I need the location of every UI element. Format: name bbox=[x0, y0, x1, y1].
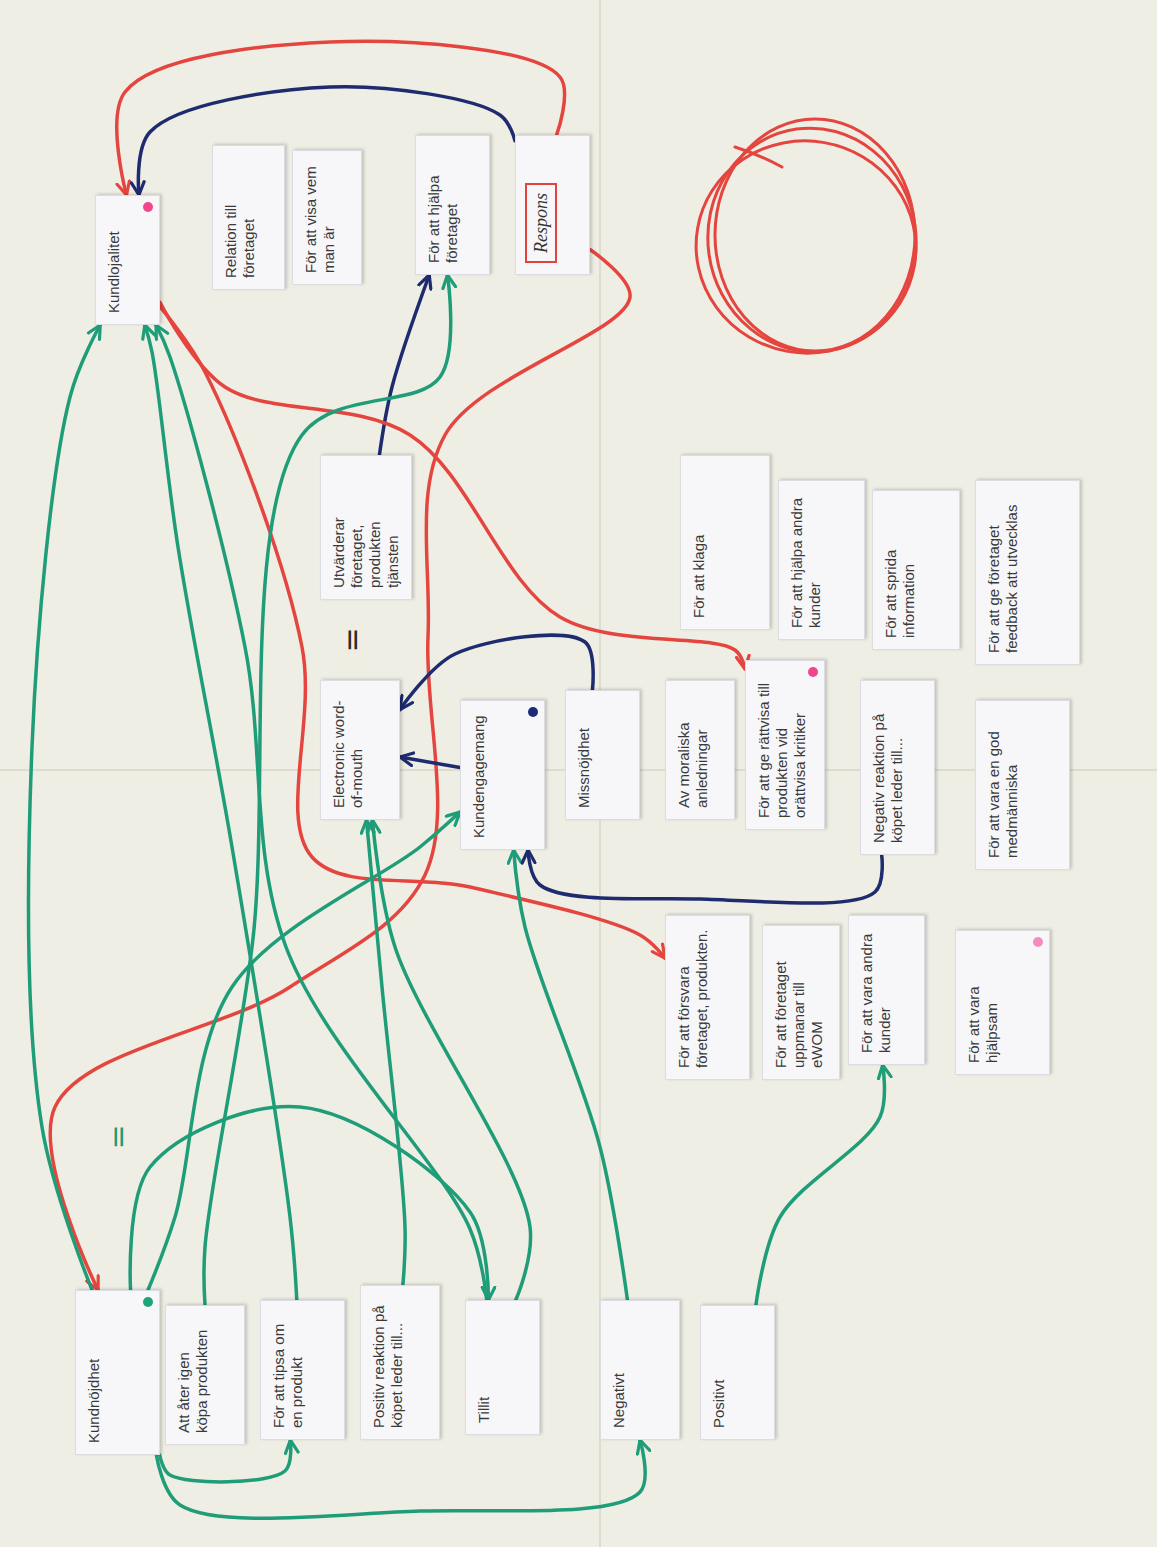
note-text: Att åter igen köpa produkten bbox=[175, 1317, 211, 1433]
sticky-note: För att ge rättvisa till produkten vid o… bbox=[745, 660, 825, 830]
arrow-connector bbox=[756, 1065, 885, 1305]
arrow-connector bbox=[528, 850, 882, 903]
red-circle-scribble bbox=[715, 119, 915, 351]
sticky-note: Positiv reaktion på köpet leder till... bbox=[360, 1285, 440, 1440]
sticky-note: För att ge företaget feedback att utveck… bbox=[975, 480, 1080, 665]
sticky-note: För att vara en god medmänniska bbox=[975, 700, 1070, 870]
note-text: För att försvara företaget, produkten. bbox=[675, 927, 711, 1068]
note-text: För att vara andra kunder bbox=[858, 927, 894, 1053]
arrow-connector bbox=[204, 275, 451, 1305]
note-text: Negativ reaktion på köpet leder till... bbox=[870, 692, 906, 843]
note-text: Kundnöjdhet bbox=[85, 1302, 103, 1443]
note-text: För att ge företaget feedback att utveck… bbox=[985, 492, 1021, 653]
equals-sign: = bbox=[103, 1120, 133, 1153]
red-circle-scribble bbox=[735, 147, 782, 167]
arrow-connector bbox=[130, 1107, 488, 1300]
sticky-note: För att vara hjälpsam bbox=[955, 930, 1050, 1075]
sticky-note: Negativt bbox=[600, 1300, 680, 1440]
arrow-connector bbox=[372, 820, 530, 1300]
note-text: Kundengagemang bbox=[470, 712, 488, 838]
note-text: Utvärderar företaget, produkten tjänsten bbox=[330, 467, 402, 588]
sticky-note: Positivt bbox=[700, 1305, 775, 1440]
sticky-note: För att sprida information bbox=[872, 490, 960, 650]
note-text: För att ge rättvisa till produkten vid o… bbox=[755, 672, 809, 818]
sticky-note: För att försvara företaget, produkten. bbox=[665, 915, 750, 1080]
sticky-note: För att tipsa om en produkt bbox=[260, 1300, 345, 1440]
arrow-connector bbox=[145, 325, 297, 1300]
sticky-note: För att hjälpa företaget bbox=[415, 135, 490, 275]
note-text: För att företaget uppmanar till eWOM bbox=[772, 937, 826, 1068]
note-text: Respons bbox=[525, 183, 557, 263]
sticky-note: Electronic word-of-mouth bbox=[320, 680, 400, 820]
arrow-connector bbox=[160, 1440, 291, 1482]
arrow-connector bbox=[50, 250, 630, 1290]
note-text: För att klaga bbox=[690, 467, 708, 618]
sticky-note: Relation till företaget bbox=[212, 145, 285, 290]
note-text: Relation till företaget bbox=[222, 157, 258, 278]
red-circle-scribble bbox=[679, 124, 932, 371]
note-text: Positiv reaktion på köpet leder till... bbox=[370, 1297, 406, 1428]
sticky-note: För att klaga bbox=[680, 455, 770, 630]
marker-dot bbox=[808, 667, 818, 677]
arrow-connector bbox=[156, 1440, 645, 1518]
sticky-note: För att visa vem man är bbox=[292, 150, 362, 285]
note-text: För att sprida information bbox=[882, 502, 918, 638]
note-text: Negativt bbox=[610, 1312, 628, 1428]
note-text: Positivt bbox=[710, 1317, 728, 1428]
sticky-note: Av moraliska anledningar bbox=[665, 680, 735, 820]
note-text: Electronic word-of-mouth bbox=[330, 692, 366, 808]
arrow-connector bbox=[148, 812, 460, 1290]
sticky-note: För att företaget uppmanar till eWOM bbox=[762, 925, 840, 1080]
red-circle-scribble bbox=[693, 115, 930, 366]
sticky-note: Tillit bbox=[465, 1300, 540, 1435]
note-text: För att vara en god medmänniska bbox=[985, 712, 1021, 858]
sticky-note: Utvärderar företaget, produkten tjänsten bbox=[320, 455, 412, 600]
sticky-note: För att hjälpa andra kunder bbox=[778, 480, 865, 640]
arrow-connector bbox=[160, 302, 745, 669]
arrow-connector bbox=[514, 850, 628, 1300]
note-text: För att vara hjälpsam bbox=[965, 942, 1001, 1063]
sticky-note: Missnöjdhet bbox=[565, 690, 640, 820]
arrow-connector bbox=[400, 757, 460, 768]
note-text: Tillit bbox=[475, 1312, 493, 1423]
equals-sign: = bbox=[337, 623, 367, 656]
sticky-note: Att åter igen köpa produkten bbox=[165, 1305, 245, 1445]
note-text: För att hjälpa andra kunder bbox=[788, 492, 824, 628]
note-text: För att hjälpa företaget bbox=[425, 147, 461, 263]
sticky-note: För att vara andra kunder bbox=[848, 915, 925, 1065]
arrow-connector bbox=[366, 820, 405, 1285]
note-text: Av moraliska anledningar bbox=[675, 692, 711, 808]
sticky-note: Kundnöjdhet bbox=[75, 1290, 160, 1455]
note-text: Kundlojalitet bbox=[105, 207, 123, 313]
marker-dot bbox=[143, 1297, 153, 1307]
sticky-note: Respons bbox=[515, 135, 590, 275]
note-text: Missnöjdhet bbox=[575, 702, 593, 808]
note-text: För att tipsa om en produkt bbox=[270, 1312, 306, 1428]
arrow-connector bbox=[379, 275, 429, 455]
marker-dot bbox=[1033, 937, 1043, 947]
sticky-note: Kundlojalitet bbox=[95, 195, 160, 325]
sticky-note: Kundengagemang bbox=[460, 700, 545, 850]
arrow-connector bbox=[29, 325, 101, 1290]
marker-dot bbox=[143, 202, 153, 212]
arrow-connector bbox=[156, 325, 487, 1300]
note-text: För att visa vem man är bbox=[302, 162, 338, 273]
marker-dot bbox=[528, 707, 538, 717]
sticky-note: Negativ reaktion på köpet leder till... bbox=[860, 680, 935, 855]
